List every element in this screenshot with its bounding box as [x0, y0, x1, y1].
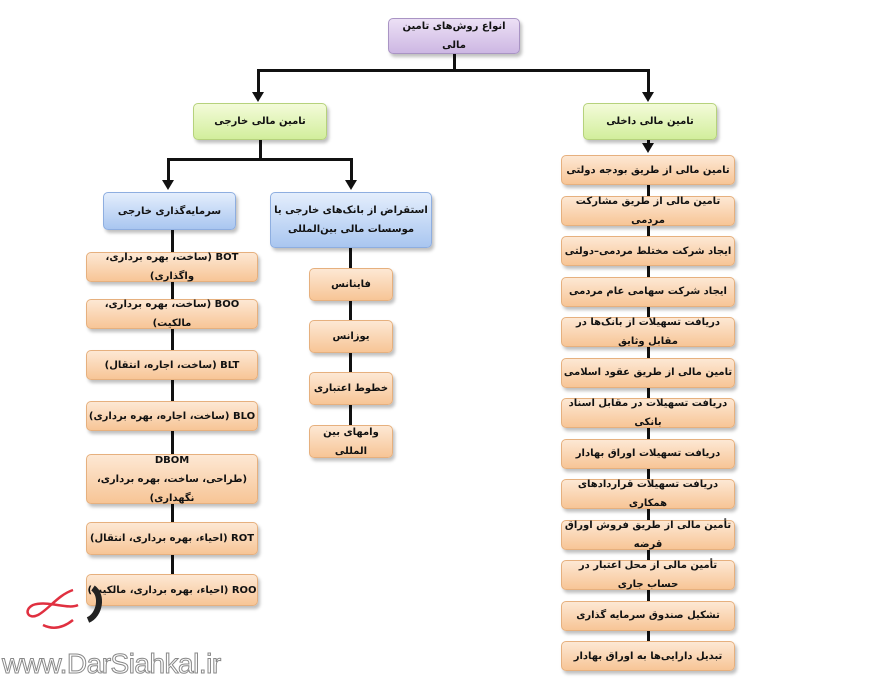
borrowing-item: وامهای بین المللی: [309, 425, 393, 458]
connector-line: [257, 69, 260, 94]
connector-line: [647, 69, 650, 94]
arrow-down-icon: [345, 180, 357, 190]
connector-line: [350, 158, 353, 182]
internal-item: دریافت تسهیلات قراردادهای همکاری: [561, 479, 735, 509]
internal-item: تشکیل صندوق سرمایه گذاری: [561, 600, 735, 631]
connector-line: [257, 69, 650, 72]
internal-item: تامین مالی از طریق بودجه دولتی: [561, 155, 735, 185]
internal-item: دریافت تسهیلات از بانک‌ها در مقابل وثایق: [561, 317, 735, 347]
connector-line: [167, 158, 170, 182]
investment-item: BOT (ساخت، بهره برداری، واگذاری): [86, 252, 258, 282]
investment-item: DBOM (طراحی، ساخت، بهره برداری، نگهداری): [86, 454, 258, 504]
external-financing-node: تامین مالی خارجی: [193, 103, 327, 140]
arrow-down-icon: [642, 92, 654, 102]
foreign-investment-node: سرمایه‌گذاری خارجی: [103, 192, 236, 230]
arrow-down-icon: [642, 143, 654, 153]
borrowing-item: یوزانس: [309, 320, 393, 353]
internal-item: دریافت تسهیلات اوراق بهادار: [561, 438, 735, 469]
internal-item: ایجاد شرکت سهامی عام مردمی: [561, 276, 735, 307]
borrowing-item: فاینانس: [309, 268, 393, 301]
connector-line: [647, 140, 650, 145]
investment-item: BLO (ساخت، اجاره، بهره برداری): [86, 401, 258, 431]
arrow-down-icon: [252, 92, 264, 102]
borrowing-item: خطوط اعتباری: [309, 372, 393, 405]
internal-item: تأمین مالی از طریق فروش اوراق قرضه: [561, 519, 735, 550]
investment-item: BOO (ساخت، بهره برداری، مالکیت): [86, 299, 258, 329]
internal-item: دریافت تسهیلات در مقابل اسناد بانکی: [561, 398, 735, 428]
watermark-url: www.DarSiahkal.ir: [2, 648, 222, 680]
foreign-borrowing-node: استقراض از بانک‌های خارجی یا موسسات مالی…: [270, 192, 432, 248]
connector-line: [453, 54, 456, 71]
internal-financing-node: تامین مالی داخلی: [583, 103, 717, 140]
internal-item: تبدیل دارایی‌ها به اوراق بهادار: [561, 641, 735, 671]
darsiahkal-logo: [26, 585, 102, 629]
investment-item: ROO (احیاء، بهره برداری، مالکیت): [86, 574, 258, 606]
internal-item: تامین مالی از طریق مشارکت مردمی: [561, 195, 735, 226]
root-node: انواع روش‌های تامین مالی: [388, 18, 520, 54]
internal-item: تامین مالی از طریق عقود اسلامی: [561, 357, 735, 388]
connector-line: [167, 158, 353, 161]
connector-line: [259, 140, 262, 160]
investment-item: BLT (ساخت، اجاره، انتقال): [86, 350, 258, 380]
internal-item: ایجاد شرکت مختلط مردمی–دولتی: [561, 236, 735, 266]
arrow-down-icon: [162, 180, 174, 190]
investment-item: ROT (احیاء، بهره برداری، انتقال): [86, 522, 258, 555]
internal-item: تأمین مالی از محل اعتبار در حساب جاری: [561, 560, 735, 590]
